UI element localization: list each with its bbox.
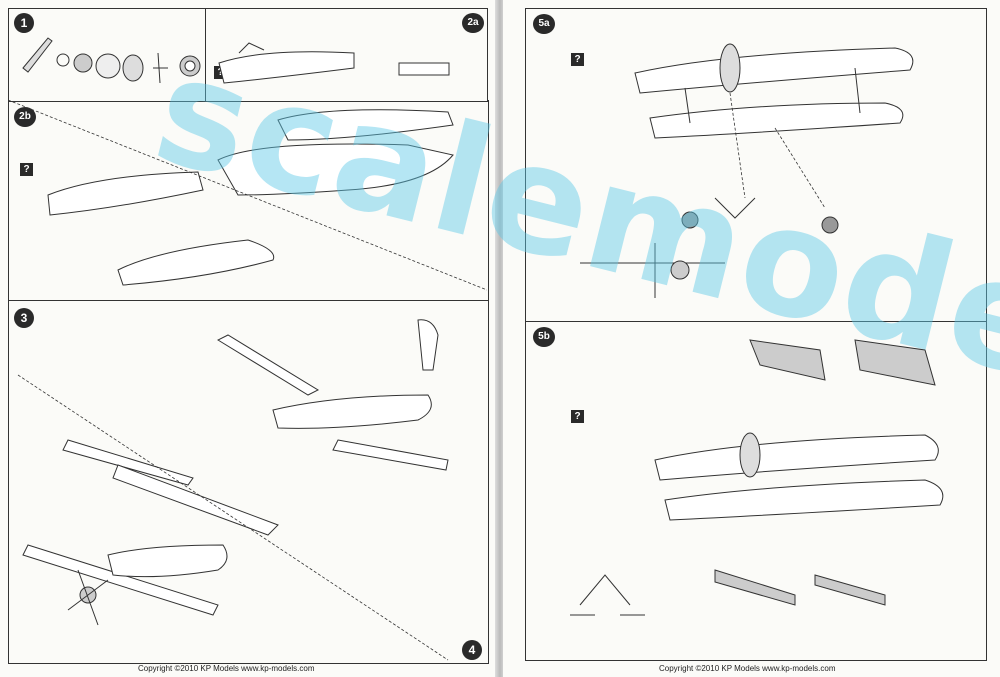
- step-1-engine-drawing: [22, 37, 201, 84]
- panel-step-1: [8, 8, 206, 102]
- step-3-wings-drawing: [17, 319, 449, 661]
- panel-step-5a: [525, 8, 987, 322]
- right-footer-copyright: Copyright ©2010 KP Models www.kp-models.…: [659, 664, 836, 673]
- step-2a-fuselage-drawing: [218, 42, 450, 84]
- panel-step-5b: [525, 320, 987, 661]
- question-icon: ?: [20, 163, 33, 176]
- step-badge-5a: 5a: [533, 14, 555, 34]
- step-badge-2b: 2b: [14, 107, 36, 127]
- question-icon: ?: [571, 53, 584, 66]
- book-spine: [495, 0, 505, 677]
- step-2b-fuselage-drawing: [8, 100, 487, 291]
- step-5b-seaplane-drawing: [570, 339, 944, 616]
- step-badge-4: 4: [462, 640, 482, 660]
- step-badge-2a: 2a: [462, 13, 484, 33]
- left-page: 1 2a 2b 3 4 ? ?: [0, 0, 497, 677]
- panel-step-2a: [204, 8, 488, 102]
- right-page: 5a 5b ? ?: [503, 0, 1000, 677]
- step-badge-3: 3: [14, 308, 34, 328]
- left-footer-copyright: Copyright ©2010 KP Models www.kp-models.…: [138, 664, 315, 673]
- question-icon: ?: [571, 410, 584, 423]
- panel-step-3: [8, 300, 489, 664]
- step-badge-5b: 5b: [533, 327, 555, 347]
- step-badge-1: 1: [14, 13, 34, 33]
- step-5a-biplane-drawing: [580, 43, 914, 298]
